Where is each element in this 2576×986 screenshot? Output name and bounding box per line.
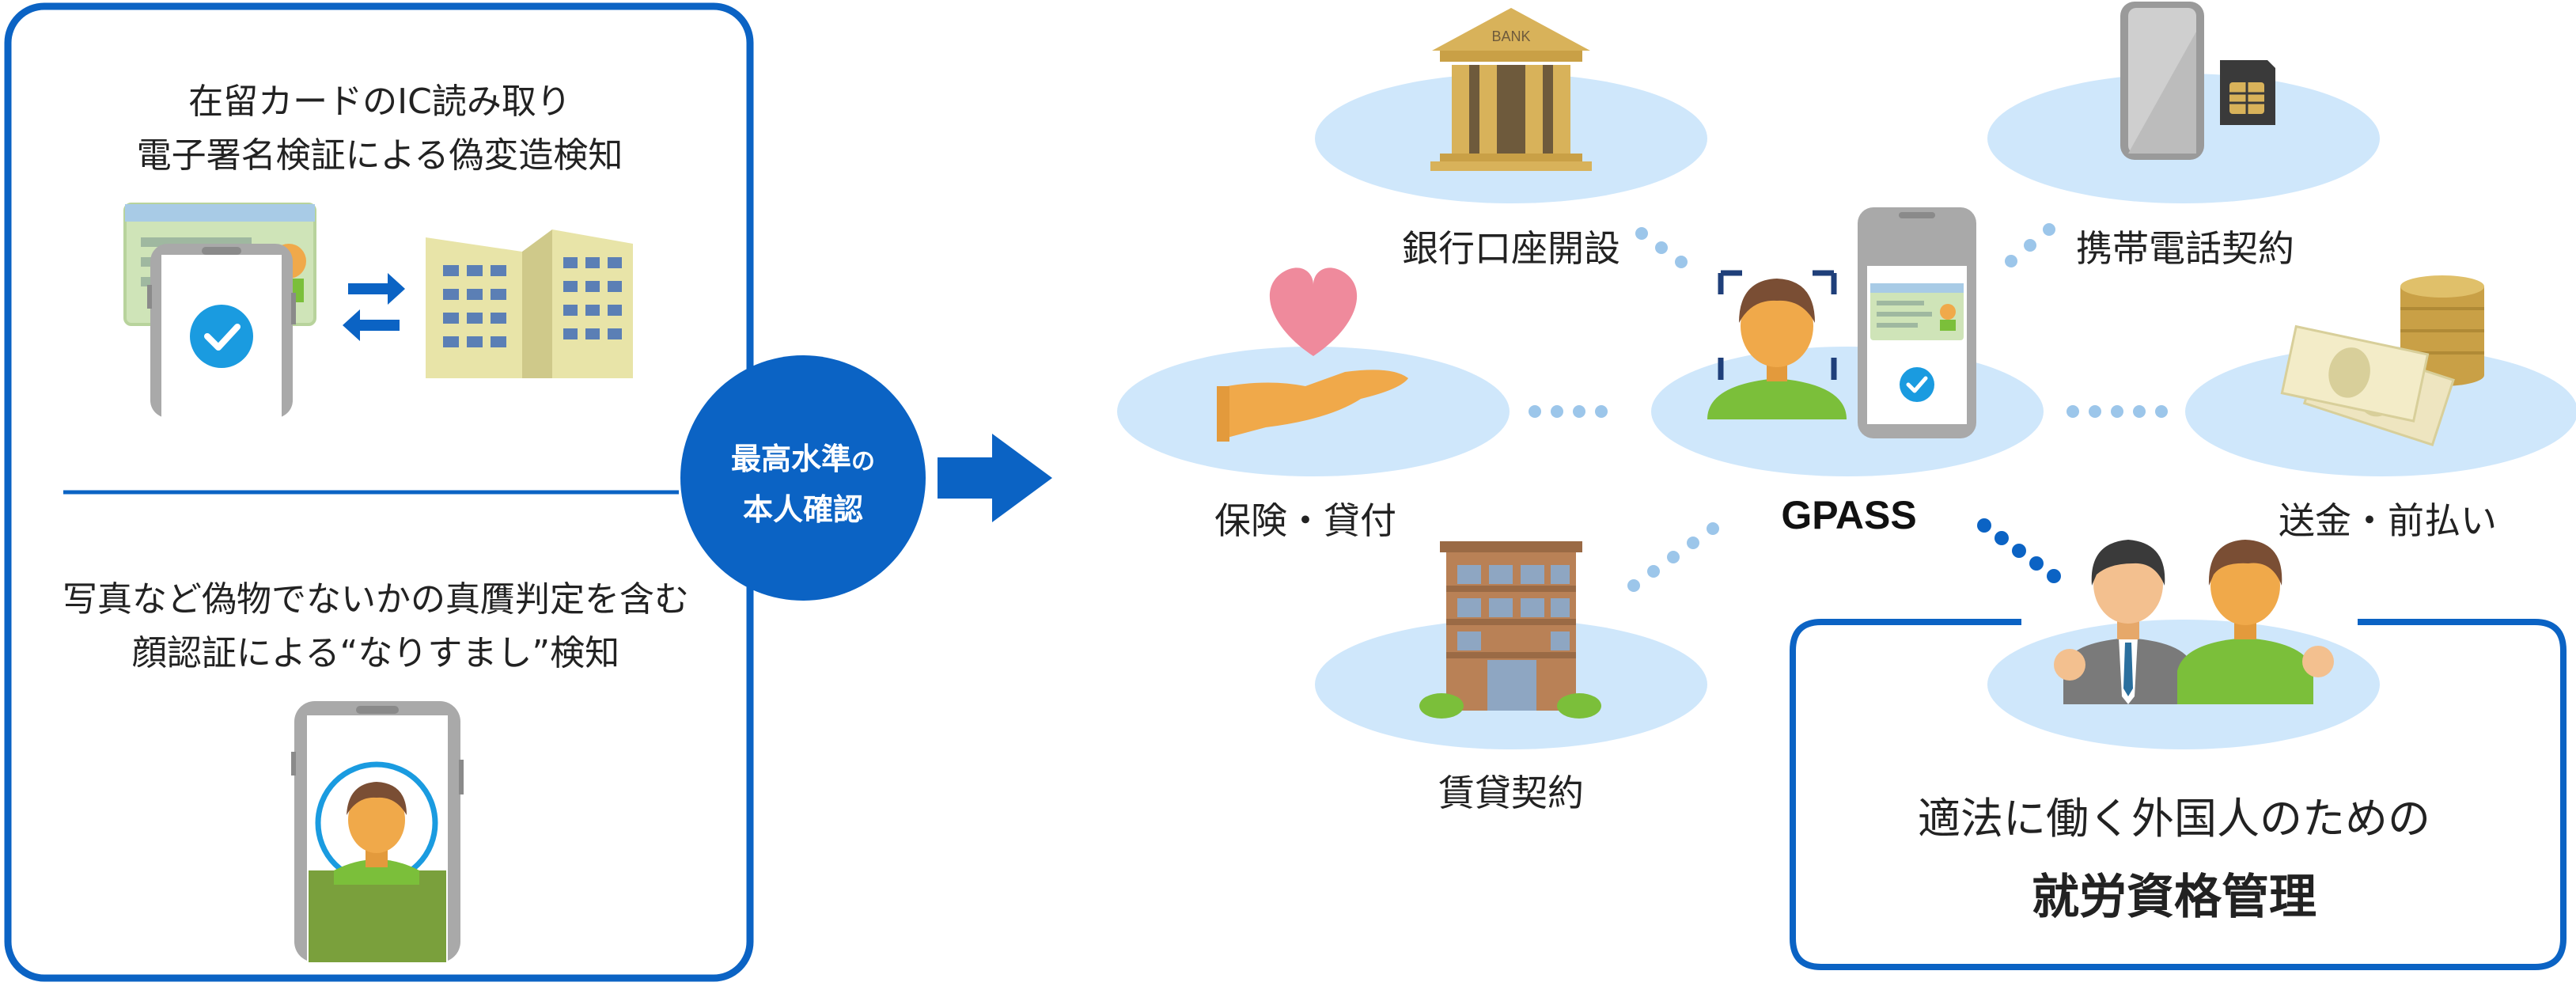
building-icon <box>426 229 633 378</box>
center-badge <box>680 355 926 601</box>
phone-icon-gpass <box>1858 207 1976 438</box>
banknotes-icon <box>2280 324 2455 446</box>
connector-dots <box>1529 223 2168 592</box>
label-mobile-contract: 携帯電話契約 <box>2076 227 2294 270</box>
left-bottom-caption-line1: 写真など偽物でないかの真贋判定を含む <box>63 579 689 620</box>
bank-icon: BANK <box>1430 8 1592 171</box>
phone-icon-mobile <box>2120 2 2204 160</box>
badge-line1-small: の <box>851 448 875 476</box>
exchange-arrows-icon <box>343 273 405 341</box>
badge-line2: 本人確認 <box>742 492 863 527</box>
left-bottom-caption: 写真など偽物でないかの真贋判定を含む 顔認証による“なりすまし”検知 <box>63 573 689 681</box>
workers-icon <box>2054 540 2334 704</box>
face-scan-icon <box>1707 270 1847 419</box>
bank-sign: BANK <box>1491 28 1530 44</box>
work-box-line1: 適法に働く外国人のための <box>1918 794 2430 844</box>
work-box-line2: 就労資格管理 <box>2032 870 2317 925</box>
sim-card-icon <box>2220 60 2275 125</box>
heart-hand-icon <box>1217 267 1408 442</box>
apartment-icon <box>1419 541 1601 719</box>
label-remittance-prepay: 送金・前払い <box>2279 499 2497 542</box>
left-top-caption: 在留カードのIC読み取り 電子署名検証による偽変造検知 <box>137 75 623 183</box>
badge-line1-main: 最高水準 <box>730 442 851 476</box>
center-badge-text: 最高水準の 本人確認 <box>680 435 926 533</box>
connector-dots-work <box>1977 518 2061 583</box>
label-rental-contract: 賃貸契約 <box>1438 772 1584 814</box>
left-top-caption-line2: 電子署名検証による偽変造検知 <box>136 135 623 176</box>
left-top-caption-line1: 在留カードのIC読み取り <box>188 82 571 122</box>
work-box-frame <box>1790 619 2567 970</box>
left-bottom-caption-line2: 顔認証による“なりすまし”検知 <box>131 633 620 673</box>
label-bank-account: 銀行口座開設 <box>1402 227 1620 270</box>
arrow-right-icon <box>938 434 1052 522</box>
face-phone-icon <box>291 701 464 962</box>
gpass-label: GPASS <box>1781 493 1917 537</box>
label-insurance-loan: 保険・貸付 <box>1214 499 1396 542</box>
check-icon <box>190 305 253 368</box>
